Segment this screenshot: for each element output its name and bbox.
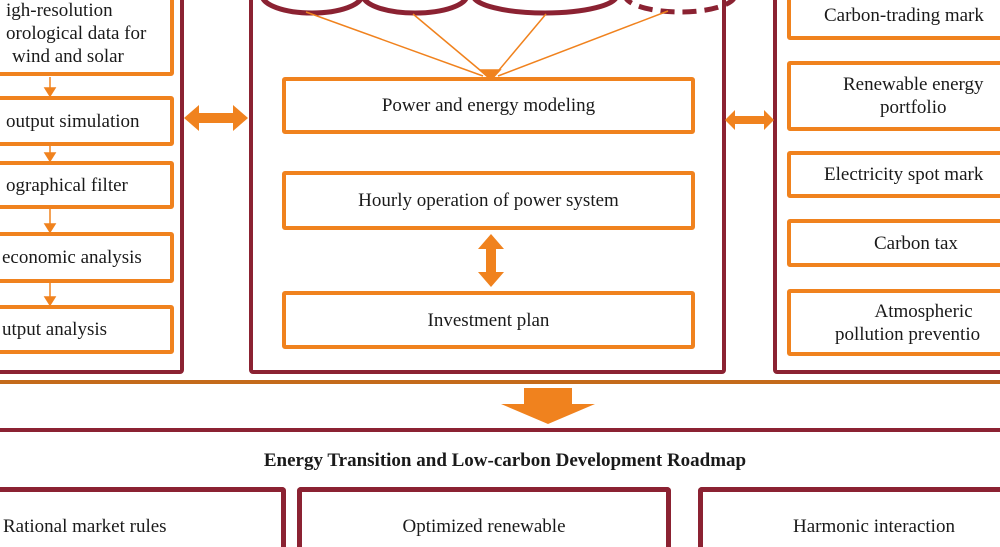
- box-label: Power and energy modeling: [381, 95, 596, 116]
- step-line: wind and solar: [12, 45, 124, 67]
- input-ellipse: [260, 0, 364, 16]
- step-geographical-filter: ographical filter: [0, 161, 174, 209]
- down-arrow-icon: [43, 146, 57, 163]
- outcome-label: Harmonic interaction: [793, 516, 955, 537]
- step-line: orological data for: [6, 22, 147, 44]
- outcome-harmonic-interaction: Harmonic interaction: [698, 487, 1000, 547]
- box-investment-plan: Investment plan: [282, 291, 695, 349]
- step-label: utput analysis: [2, 319, 108, 340]
- horizontal-double-arrow-icon: [184, 105, 248, 131]
- policy-line: Atmospheric: [874, 300, 973, 322]
- outcome-label: Optimized renewable: [402, 516, 566, 537]
- vertical-double-arrow-icon: [478, 234, 504, 287]
- horizontal-double-arrow-icon: [725, 110, 774, 130]
- step-economic-analysis: economic analysis: [0, 232, 174, 283]
- policy-line: Renewable energy: [843, 74, 984, 95]
- down-arrow-icon: [43, 283, 57, 307]
- policy-renewable-portfolio: Renewable energy portfolio: [787, 61, 1000, 131]
- policy-label: Electricity spot mark: [824, 164, 984, 185]
- policy-carbon-trading: Carbon-trading mark: [787, 0, 1000, 40]
- down-arrow-icon: [43, 209, 57, 234]
- step-line: igh-resolution: [6, 0, 113, 21]
- policy-atmospheric-pollution: Atmospheric pollution preventio: [787, 289, 1000, 356]
- outcome-optimized-renewable: Optimized renewable: [297, 487, 671, 547]
- step-label: economic analysis: [2, 247, 142, 268]
- policy-line: portfolio: [880, 97, 947, 118]
- policy-line: pollution preventio: [835, 323, 981, 345]
- outcome-label: Rational market rules: [3, 516, 167, 537]
- roadmap-title: Energy Transition and Low-carbon Develop…: [263, 450, 747, 471]
- step-label: ographical filter: [6, 174, 128, 196]
- step-label: output simulation: [6, 110, 140, 132]
- input-ellipse: [361, 0, 469, 16]
- box-label: Investment plan: [427, 309, 550, 331]
- box-power-energy-modeling: Power and energy modeling: [282, 77, 695, 134]
- step-output-analysis: utput analysis: [0, 305, 174, 354]
- down-arrow-icon: [501, 388, 595, 424]
- outcome-market-rules: Rational market rules: [0, 487, 286, 547]
- policy-label: Carbon-trading mark: [824, 4, 984, 26]
- roadmap-top-line: [0, 428, 1000, 432]
- down-arrow-icon: [43, 77, 57, 98]
- converge-arrowhead-icon: [478, 69, 502, 82]
- policy-label: Carbon tax: [874, 232, 958, 254]
- input-ellipse: [472, 0, 618, 16]
- policy-carbon-tax: Carbon tax: [787, 219, 1000, 267]
- box-hourly-operation: Hourly operation of power system: [282, 171, 695, 230]
- policy-electricity-spot: Electricity spot mark: [787, 151, 1000, 198]
- divider-line: [0, 380, 1000, 384]
- box-label: Hourly operation of power system: [358, 190, 619, 211]
- step-output-simulation: output simulation: [0, 96, 174, 146]
- step-meteorological-data: igh-resolution orological data for wind …: [0, 0, 174, 76]
